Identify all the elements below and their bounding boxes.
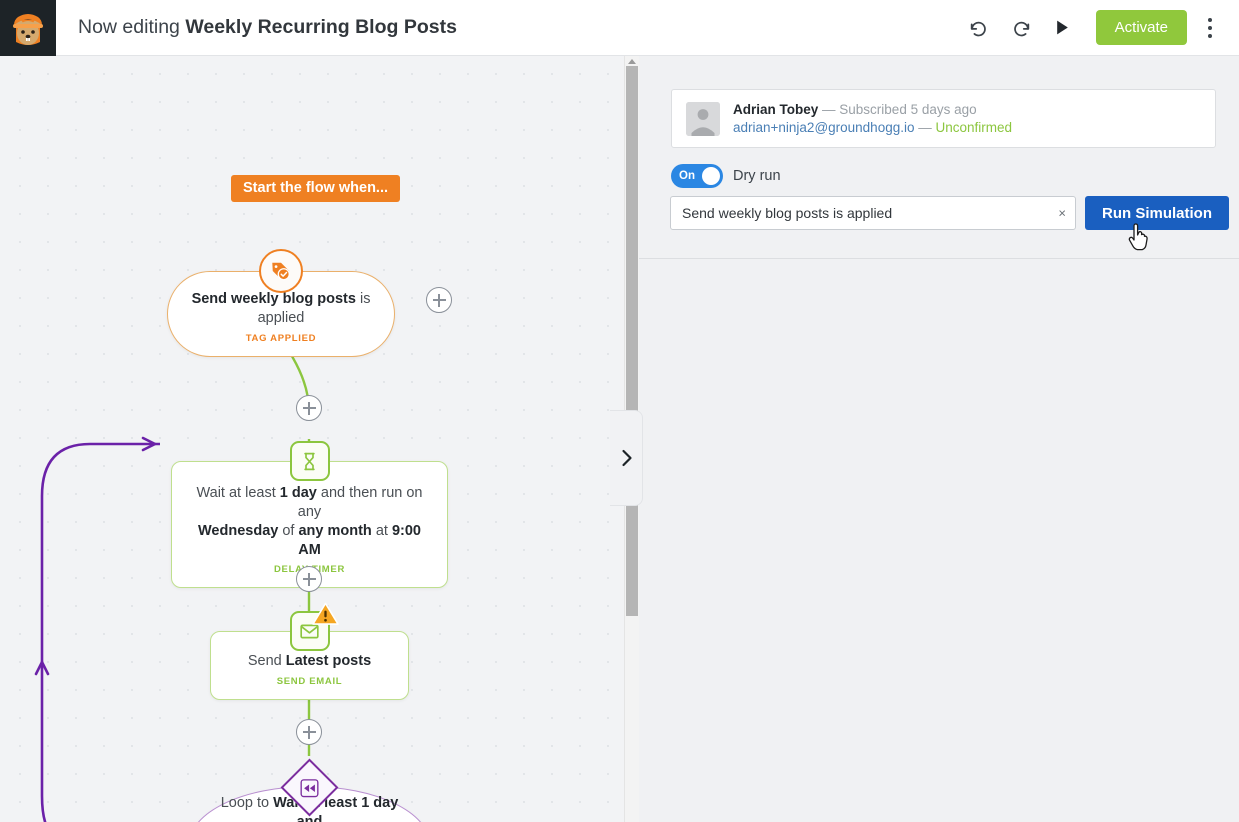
node-tag-applied-type: TAG APPLIED [245, 332, 317, 344]
node-tag-applied-text: Send weekly blog posts is applied [182, 290, 380, 328]
simulation-panel: Adrian Tobey — Subscribed 5 days ago adr… [639, 56, 1239, 822]
scroll-up-arrow-icon[interactable] [628, 59, 636, 64]
contact-avatar [686, 101, 720, 136]
dry-run-toggle-state: On [679, 170, 695, 182]
delay-l1c: and then run on any [297, 485, 423, 520]
node-tag-applied-suffix: is applied [257, 291, 371, 326]
node-delay-timer-badge [288, 439, 332, 483]
node-send-email[interactable]: Send Latest posts SEND EMAIL [210, 602, 409, 700]
kebab-dot [1208, 33, 1212, 38]
add-step-button-branch[interactable] [426, 287, 452, 313]
email-prefix: Send [247, 653, 286, 669]
contact-line-secondary: adrian+ninja2@groundhogg.io — Unconfirme… [733, 120, 1012, 136]
delay-l2c: any month [298, 522, 372, 539]
play-icon [1057, 20, 1068, 35]
header-actions: Activate [958, 7, 1239, 49]
warning-triangle-icon [311, 602, 339, 625]
app-logo[interactable] [0, 0, 56, 56]
chevron-right-icon [621, 449, 632, 467]
flow-canvas[interactable]: Start the flow when... Send weekly blog … [0, 56, 639, 822]
badge-rounded [289, 602, 339, 651]
simulation-start-step-input[interactable] [671, 197, 1075, 229]
simulation-start-step-field[interactable]: × [670, 196, 1076, 230]
contact-card[interactable]: Adrian Tobey — Subscribed 5 days ago adr… [671, 89, 1216, 148]
node-tag-applied[interactable]: Send weekly blog posts is applied TAG AP… [167, 249, 395, 357]
add-step-button-1[interactable] [296, 395, 322, 421]
badge-circle [259, 249, 303, 293]
node-tag-applied-badge [259, 249, 303, 293]
contact-name: Adrian Tobey [733, 101, 819, 117]
node-send-email-text: Send Latest posts [248, 652, 371, 671]
panel-divider [639, 258, 1239, 259]
node-tag-applied-bold: Send weekly blog posts [191, 291, 356, 307]
contact-dash: — [818, 101, 840, 117]
toggle-knob [702, 167, 720, 185]
panel-expand-toggle[interactable] [610, 410, 643, 506]
delay-l2a: Wednesday [198, 522, 279, 539]
delay-l1a: Wait at least [196, 485, 280, 501]
rewind-icon [300, 778, 319, 796]
tag-applied-icon [272, 262, 290, 281]
node-send-email-type: SEND EMAIL [276, 675, 343, 687]
envelope-icon [300, 624, 319, 638]
node-send-email-badge [288, 602, 339, 653]
more-options-button[interactable] [1193, 7, 1227, 49]
dry-run-label: Dry run [733, 168, 781, 184]
redo-button[interactable] [1000, 7, 1042, 49]
kebab-dot [1208, 17, 1212, 22]
delay-l2e: 9:00 AM [298, 522, 421, 558]
run-simulation-button[interactable]: Run Simulation [1085, 196, 1229, 230]
node-loop[interactable]: Loop to Wait at least 1 day and then run… [189, 758, 430, 822]
node-delay-timer-text: Wait at least 1 day and then run on any … [188, 484, 431, 559]
contact-subscribed: Subscribed 5 days ago [839, 101, 977, 117]
hourglass-icon [304, 452, 315, 470]
groundhogg-mascot-icon [13, 13, 43, 45]
flow-canvas-inner: Start the flow when... Send weekly blog … [0, 56, 625, 822]
page-title: Now editing Weekly Recurring Blog Posts [78, 16, 457, 39]
avatar-placeholder-icon [686, 101, 720, 136]
redo-icon [1013, 21, 1029, 36]
title-prefix: Now editing [78, 16, 186, 38]
delay-l2d: at [371, 522, 392, 539]
contact-dash-2: — [914, 119, 936, 135]
scrollbar-thumb[interactable] [626, 66, 638, 616]
undo-button[interactable] [958, 7, 1000, 49]
app-header: Now editing Weekly Recurring Blog Posts … [0, 0, 1239, 56]
mouse-cursor-pointer [1128, 223, 1148, 251]
add-step-button-3[interactable] [296, 719, 322, 745]
clear-input-button[interactable]: × [1058, 205, 1066, 221]
email-bold: Latest posts [285, 653, 372, 669]
funnel-name: Weekly Recurring Blog Posts [185, 16, 457, 38]
simulation-controls: × Run Simulation [670, 196, 1229, 230]
delay-l1b: 1 day [279, 485, 317, 501]
contact-info: Adrian Tobey — Subscribed 5 days ago adr… [733, 102, 1012, 136]
contact-line-primary: Adrian Tobey — Subscribed 5 days ago [733, 102, 1012, 118]
node-send-email-body[interactable]: Send Latest posts SEND EMAIL [210, 631, 409, 700]
loop-l1a: Loop to [220, 794, 274, 811]
start-flow-pill[interactable]: Start the flow when... [231, 175, 401, 202]
delay-l2b: of [278, 522, 299, 539]
kebab-dot [1208, 25, 1212, 30]
dry-run-toggle[interactable]: On [671, 164, 723, 188]
undo-icon [970, 21, 986, 36]
dry-run-row: On Dry run [671, 164, 781, 188]
badge-diamond [280, 758, 339, 816]
node-loop-badge [280, 758, 339, 816]
activate-button[interactable]: Activate [1095, 10, 1187, 45]
play-button[interactable] [1042, 7, 1084, 49]
add-step-button-2[interactable] [296, 566, 322, 592]
badge-rounded [289, 441, 330, 481]
contact-email-link[interactable]: adrian+ninja2@groundhogg.io [733, 119, 915, 135]
contact-status-badge: Unconfirmed [935, 119, 1013, 135]
